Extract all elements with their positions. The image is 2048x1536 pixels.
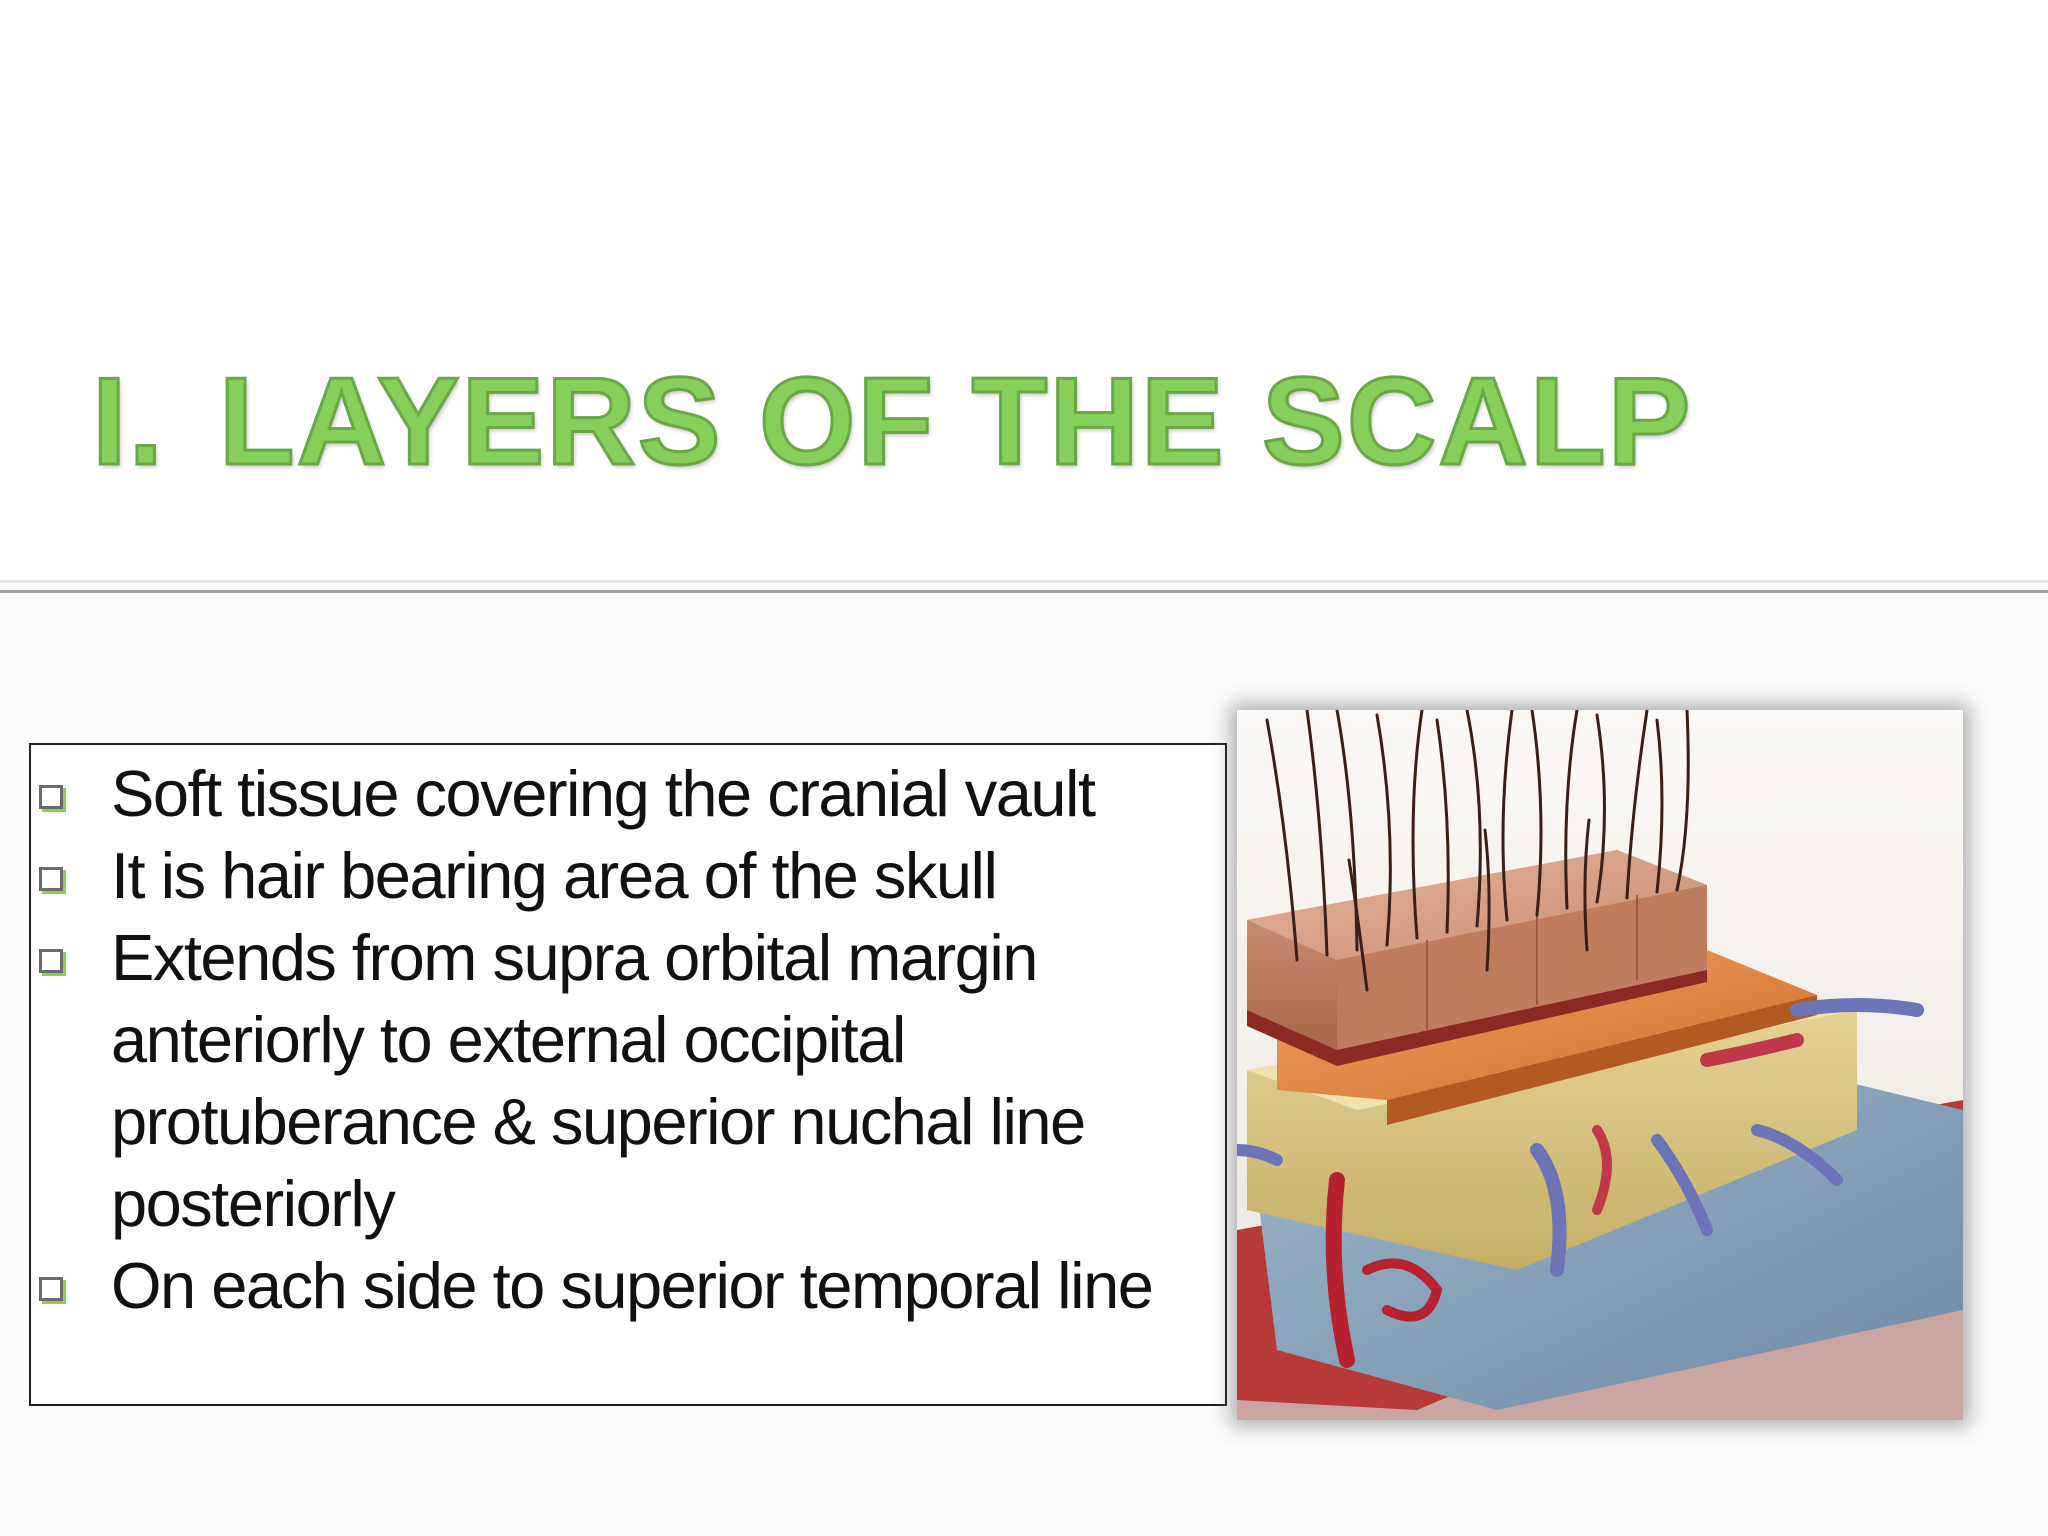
bullet-item: Soft tissue covering the cranial vault <box>31 753 1211 835</box>
title-area <box>0 0 2048 588</box>
title-text: LAYERS OF THE SCALP <box>217 353 1693 491</box>
slide-title: I.LAYERS OF THE SCALP <box>91 359 1692 486</box>
checkbox-square-icon <box>39 785 63 809</box>
bullet-item: Extends from supra orbital margin anteri… <box>31 917 1211 1245</box>
title-divider <box>0 590 2048 593</box>
bullet-text-box: Soft tissue covering the cranial vault I… <box>29 743 1227 1406</box>
bullet-text: On each side to superior temporal line <box>111 1249 1154 1322</box>
bullet-text: Extends from supra orbital margin anteri… <box>111 921 1086 1240</box>
title-number: I. <box>91 353 165 491</box>
bullet-list: Soft tissue covering the cranial vault I… <box>31 753 1211 1327</box>
checkbox-square-icon <box>39 949 63 973</box>
scalp-layers-illustration <box>1237 710 1963 1420</box>
bullet-text: Soft tissue covering the cranial vault <box>111 757 1096 830</box>
bullet-item: On each side to superior temporal line <box>31 1245 1211 1327</box>
checkbox-square-icon <box>39 1277 63 1301</box>
scalp-layers-image <box>1237 710 1963 1420</box>
title-divider-light <box>0 580 2048 583</box>
checkbox-square-icon <box>39 867 63 891</box>
bullet-text: It is hair bearing area of the skull <box>111 839 998 912</box>
bullet-item: It is hair bearing area of the skull <box>31 835 1211 917</box>
